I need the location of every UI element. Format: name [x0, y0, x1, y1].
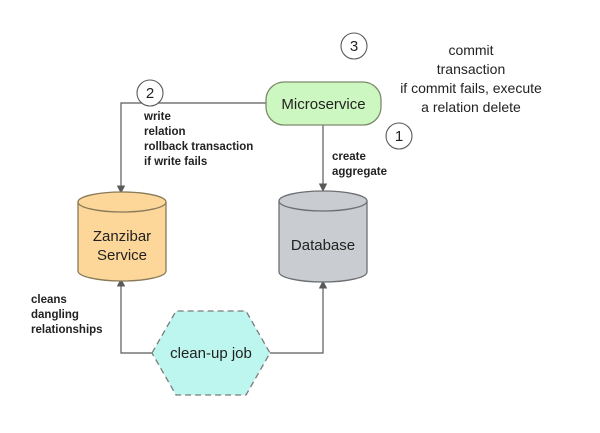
- cleanup-job-label: clean-up job: [170, 345, 252, 362]
- step-circle-3: 3: [340, 32, 368, 60]
- commit-note-line-2: transaction: [437, 61, 505, 77]
- commit-note-line-1: commit: [448, 42, 493, 58]
- microservice-label: Microservice: [281, 96, 365, 113]
- cleanup-job-hexagon: [151, 310, 271, 396]
- create-label-line-1: create: [332, 151, 366, 163]
- cleans-label-line-1: cleans: [31, 294, 67, 306]
- write-label-line-1: write: [143, 111, 171, 123]
- cleanup-job-node: clean-up job: [151, 310, 271, 396]
- commit-note-line-3: if commit fails, execute: [400, 80, 542, 96]
- connectors: [116, 102, 328, 354]
- database-cylinder-top: [278, 200, 368, 212]
- step-number-2: 2: [146, 85, 154, 102]
- edge-cleanup-zanzibar: [116, 278, 152, 354]
- commit-note-line-4: a relation delete: [421, 99, 521, 115]
- edge-write-relation: [116, 102, 266, 194]
- microservice-node: Microservice: [265, 81, 382, 126]
- cleans-edge-label: cleans dangling relationships: [31, 294, 103, 336]
- create-label-line-2: aggregate: [332, 166, 387, 178]
- commit-note: commit transaction if commit fails, exec…: [400, 42, 542, 115]
- step-number-3: 3: [350, 38, 358, 55]
- zanzibar-label-line-1: Zanzibar: [93, 228, 151, 245]
- microservice-shape: [265, 81, 382, 126]
- cleans-label-line-3: relationships: [31, 324, 103, 336]
- zanzibar-label-line-2: Service: [97, 247, 147, 264]
- database-cylinder-body: [278, 190, 368, 283]
- step-number-1: 1: [395, 128, 403, 145]
- write-label-line-4: if write fails: [144, 156, 207, 168]
- write-label-line-2: relation: [144, 126, 186, 138]
- create-edge-label: create aggregate: [332, 151, 387, 178]
- write-edge-label: write relation rollback transaction if w…: [143, 111, 253, 168]
- database-label: Database: [291, 237, 355, 254]
- edge-cleanup-database: [270, 280, 328, 354]
- zanzibar-node: Zanzibar Service: [77, 191, 167, 282]
- zanzibar-cylinder-top: [77, 201, 167, 213]
- write-label-line-3: rollback transaction: [144, 141, 253, 153]
- zanzibar-cylinder-body: [77, 191, 167, 282]
- step-circle-1: 1: [385, 122, 413, 150]
- step-circle-2: 2: [136, 79, 164, 107]
- database-node: Database: [278, 190, 368, 283]
- cleans-label-line-2: dangling: [31, 309, 79, 321]
